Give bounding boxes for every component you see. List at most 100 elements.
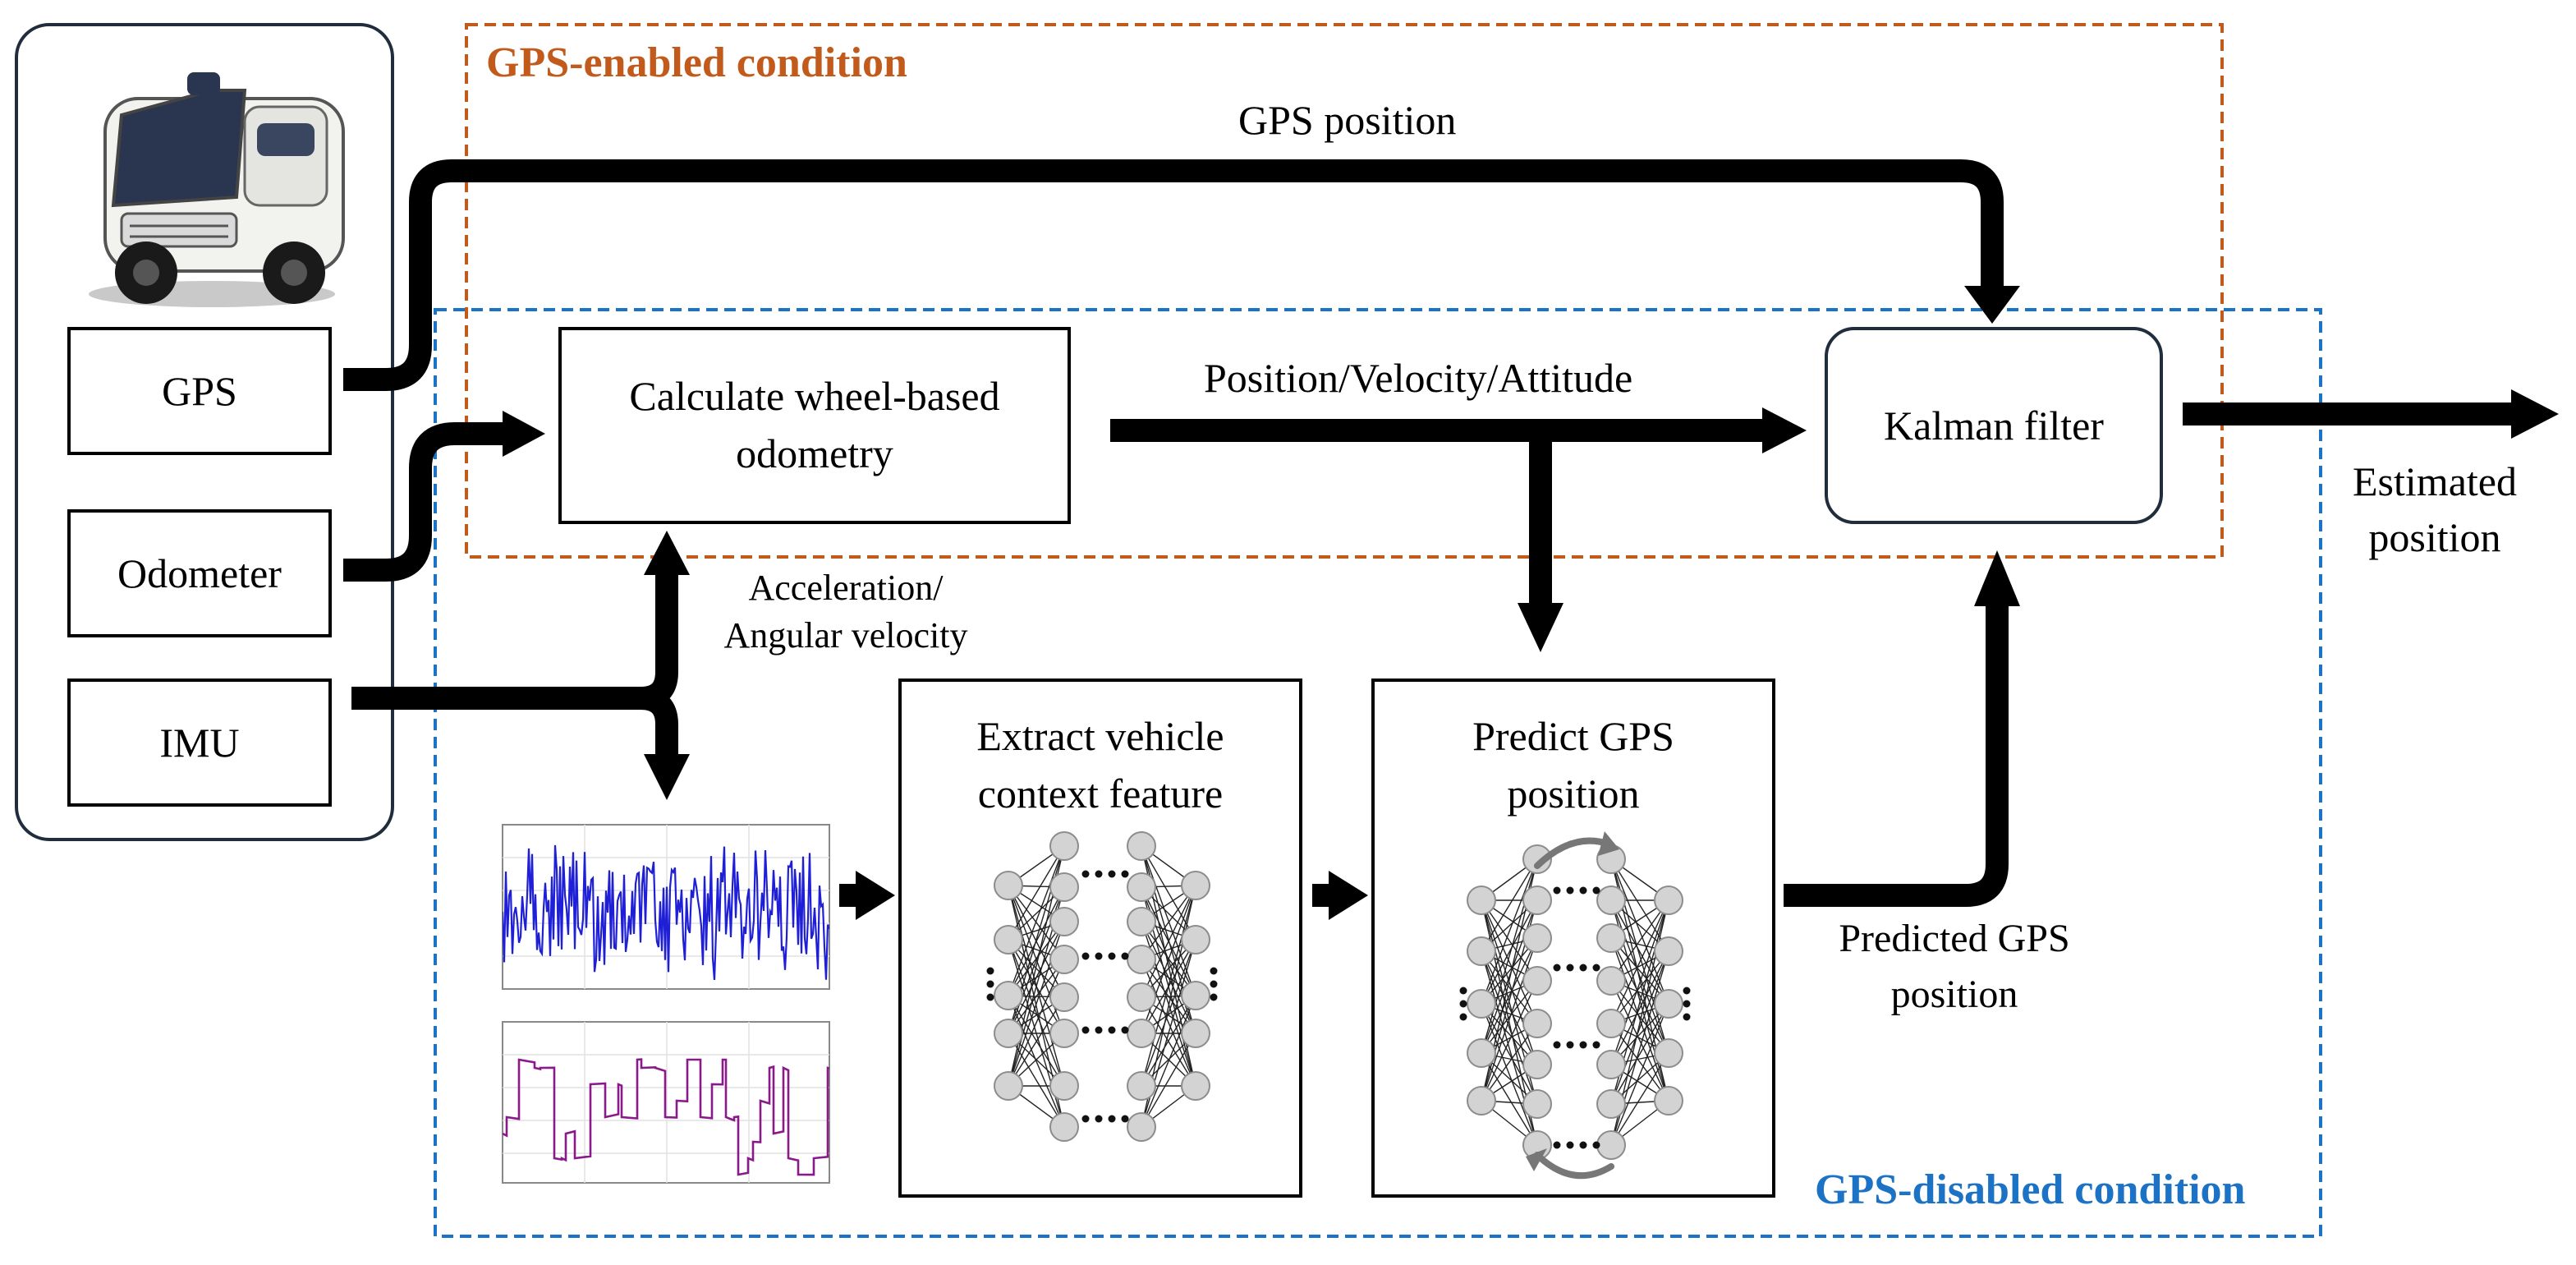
accel-label-line2: Angular velocity — [723, 615, 968, 656]
accel-label-line1: Acceleration/ — [748, 568, 944, 608]
arrowhead — [644, 754, 690, 800]
gps-enabled-label: GPS-enabled condition — [486, 39, 907, 86]
neuron-node — [1522, 1009, 1552, 1038]
neuron-node — [1596, 1050, 1626, 1079]
arrowhead — [1974, 550, 2020, 606]
sensor-panel — [15, 23, 394, 841]
estimated-position-label-line1: Estimated — [2353, 458, 2517, 504]
arrowhead — [856, 871, 895, 920]
neuron-node — [1654, 886, 1683, 915]
neuron-node — [1127, 1071, 1156, 1101]
neuron-node — [994, 1071, 1023, 1101]
extract-title-line1: Extract vehicle — [976, 713, 1224, 759]
arrowhead — [1964, 286, 2020, 324]
neuron-node — [1049, 982, 1079, 1012]
neuron-node — [1181, 1019, 1210, 1048]
neuron-node — [1522, 844, 1552, 874]
odometer-label: Odometer — [117, 550, 282, 596]
heading-signal-plot — [478, 1014, 830, 1188]
neuron-node — [1522, 1089, 1552, 1119]
neuron-node — [994, 981, 1023, 1010]
estimated-position-label-line2: position — [2368, 514, 2501, 560]
neuron-node — [1049, 831, 1079, 861]
imu-edge — [351, 575, 678, 710]
gps-disabled-region — [434, 308, 2322, 1238]
arrowhead — [503, 411, 545, 457]
neuron-node — [1049, 1112, 1079, 1142]
predict-gps-block — [1371, 678, 1775, 1198]
neuron-node — [1049, 872, 1079, 902]
predictor-network-graphic — [1459, 844, 1691, 1160]
neuron-node — [1522, 966, 1552, 996]
neuron-node — [1596, 923, 1626, 953]
neuron-node — [1181, 1071, 1210, 1101]
neuron-node — [1467, 936, 1496, 966]
wheel-odometry-block — [558, 327, 1071, 524]
neuron-node — [1654, 1086, 1683, 1116]
kalman-filter-title: Kalman filter — [1884, 402, 2104, 448]
neuron-node — [1522, 886, 1552, 915]
neuron-node — [1181, 925, 1210, 954]
wheel-odometry-title-line1: Calculate wheel-based — [629, 373, 1000, 419]
neuron-node — [994, 925, 1023, 954]
neuron-node — [1049, 945, 1079, 974]
predict-title-line2: position — [1507, 770, 1640, 816]
feature-network-graphic — [986, 831, 1218, 1142]
neuron-node — [994, 871, 1023, 900]
arrowhead — [2511, 389, 2559, 439]
neuron-node — [1654, 989, 1683, 1019]
neuron-node — [1049, 1071, 1079, 1101]
odometer-box — [67, 509, 332, 637]
gps-position-label: GPS position — [1238, 97, 1457, 143]
odometer-edge — [343, 422, 503, 582]
extract-feature-block — [898, 678, 1302, 1198]
arrowhead — [1518, 603, 1564, 652]
arrowhead — [1329, 871, 1368, 920]
neuron-node — [1596, 1089, 1626, 1119]
arrowhead — [1762, 407, 1807, 453]
neuron-node — [1181, 981, 1210, 1010]
neuron-node — [1049, 1019, 1079, 1048]
imu-box — [67, 678, 332, 807]
neuron-node — [1127, 1019, 1156, 1048]
pva-label: Position/Velocity/Attitude — [1204, 355, 1633, 401]
neuron-node — [1467, 1038, 1496, 1068]
neuron-node — [1127, 1112, 1156, 1142]
neuron-node — [1596, 886, 1626, 915]
neuron-node — [1049, 907, 1079, 936]
predicted-gps-edge — [1784, 605, 2009, 907]
vehicle-icon — [89, 72, 345, 307]
neuron-node — [1596, 966, 1626, 996]
arrowhead — [1526, 1148, 1547, 1171]
predicted-gps-label-line1: Predicted GPS — [1839, 917, 2070, 960]
kalman-filter-block — [1825, 327, 2163, 524]
neuron-node — [1127, 831, 1156, 861]
gps-enabled-region — [465, 23, 2224, 559]
neuron-node — [1596, 1009, 1626, 1038]
neuron-node — [1127, 907, 1156, 936]
imu-label: IMU — [159, 720, 240, 766]
wheel-odometry-title-line2: odometry — [736, 430, 893, 476]
neuron-node — [1127, 982, 1156, 1012]
gps-disabled-label: GPS-disabled condition — [1815, 1166, 2246, 1213]
neuron-node — [1467, 886, 1496, 915]
neuron-node — [1522, 923, 1552, 953]
neuron-node — [1467, 989, 1496, 1019]
neuron-node — [1181, 871, 1210, 900]
neuron-node — [1127, 872, 1156, 902]
neuron-node — [1654, 1038, 1683, 1068]
gps-box — [67, 327, 332, 455]
arrowhead — [1598, 831, 1619, 856]
extract-title-line2: context feature — [977, 770, 1224, 816]
neuron-node — [1654, 936, 1683, 966]
neuron-node — [1596, 1130, 1626, 1160]
neuron-node — [1522, 1050, 1552, 1079]
predict-title-line1: Predict GPS — [1472, 713, 1674, 759]
accel-signal-plot — [478, 815, 830, 996]
predicted-gps-label-line2: position — [1890, 973, 2018, 1016]
neuron-node — [994, 1019, 1023, 1048]
neuron-node — [1467, 1086, 1496, 1116]
arrowhead — [644, 531, 690, 575]
